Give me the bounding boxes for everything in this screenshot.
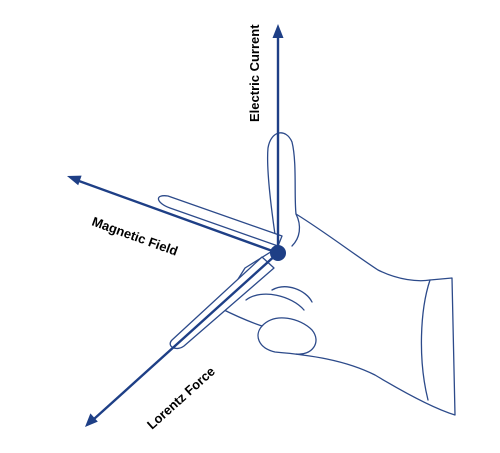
magnetic-field-axis [67,175,279,255]
magnetic-field-line [78,179,279,255]
index-finger [157,195,283,247]
lorentz-force-arrowhead [85,413,98,427]
folded-fingers [245,286,317,355]
thumb-crease [291,213,301,247]
origin-point-icon [270,245,286,261]
lorentz-force-label: Lorentz Force [144,364,218,433]
electric-current-label: Electric Current [247,24,262,122]
magnetic-field-label: Magnetic Field [90,214,180,259]
lorentz-force-axis [85,252,279,427]
electric-current-axis [272,24,284,253]
lorentz-force-line [93,252,279,420]
electric-current-arrowhead [272,24,284,38]
wrist-cuff [420,279,431,401]
magnetic-field-arrowhead [67,175,82,186]
